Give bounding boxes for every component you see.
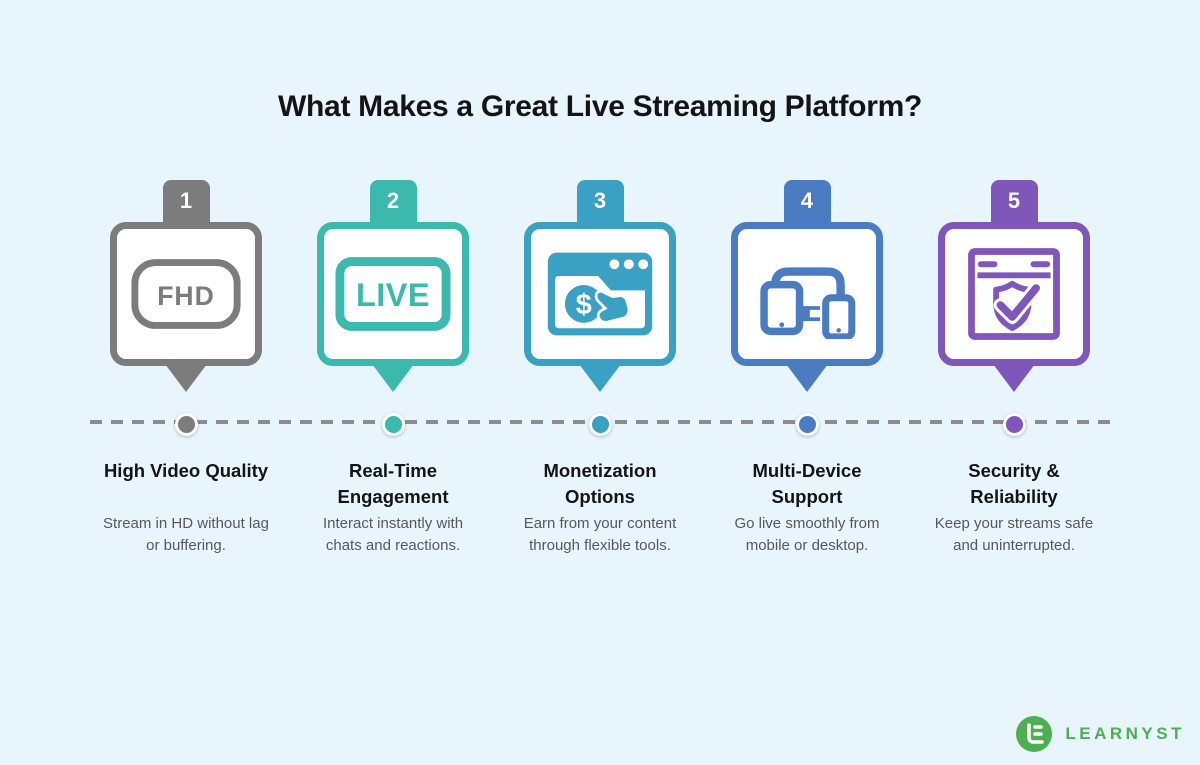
marker-pointer — [165, 364, 207, 392]
step-title: Monetization Options — [543, 460, 657, 507]
step-marker-2: 2 LIVE — [290, 180, 497, 392]
step-description: Earn from your content through flexible … — [523, 515, 677, 554]
infographic-canvas: { "title": "What Makes a Great Live Stre… — [0, 90, 1200, 765]
step-number-badge: 3 — [576, 180, 624, 230]
step-number-badge: 5 — [990, 180, 1038, 230]
step-marker-3: 3 $ — [497, 180, 704, 392]
live-badge-icon: LIVE — [335, 257, 451, 331]
page-title: What Makes a Great Live Streaming Platfo… — [278, 90, 922, 123]
brand-name: LEARNYST — [1065, 724, 1185, 743]
step-marker-5: 5 — [911, 180, 1118, 392]
fhd-badge-icon: FHD — [131, 259, 241, 329]
step-title: Real-Time Engagement — [337, 460, 449, 507]
learnyst-logo-icon — [1016, 716, 1053, 752]
step-text-4: Multi-Device Support Go live smoothly fr… — [704, 458, 911, 557]
timeline — [0, 410, 1200, 436]
marker-pointer — [993, 364, 1035, 392]
step-marker-1: 1 FHD — [83, 180, 290, 392]
timeline-dot-1 — [174, 413, 198, 436]
timeline-dot-2 — [381, 413, 405, 436]
step-title: Multi-Device Support — [752, 460, 862, 507]
step-icon-box — [731, 222, 883, 366]
step-marker-4: 4 — [704, 180, 911, 392]
live-badge-label: LIVE — [356, 277, 430, 313]
multi-device-icon — [760, 267, 856, 339]
step-number-badge: 4 — [783, 180, 831, 230]
step-icon-box: FHD — [110, 222, 262, 366]
step-icon-box: LIVE — [317, 222, 469, 366]
marker-pointer — [372, 364, 414, 392]
step-text-5: Security & Reliability Keep your streams… — [911, 458, 1118, 557]
phone-icon — [822, 294, 856, 339]
tablet-icon — [760, 280, 804, 336]
step-text-3: Monetization Options Earn from your cont… — [497, 458, 704, 557]
dollar-coin-icon — [564, 285, 603, 323]
timeline-dot-4 — [795, 413, 819, 436]
step-text-1: High Video Quality Stream in HD without … — [83, 458, 290, 557]
step-number-badge: 2 — [369, 180, 417, 230]
step-text-2: Real-Time Engagement Interact instantly … — [290, 458, 497, 557]
step-title: High Video Quality — [103, 460, 269, 481]
brand-footer: LEARNYST — [1016, 716, 1185, 752]
timeline-dot-3 — [588, 413, 612, 436]
step-description: Interact instantly with chats and reacti… — [322, 515, 464, 554]
security-shield-check-browser-icon — [968, 248, 1060, 340]
step-icon-box — [938, 222, 1090, 366]
step-description: Stream in HD without lag or buffering. — [103, 515, 269, 554]
checkmark-icon — [996, 284, 1040, 321]
click-hand-icon — [594, 289, 631, 324]
monetization-browser-dollar-icon: $ — [547, 252, 653, 336]
marker-pointer — [786, 364, 828, 392]
step-texts-row: High Video Quality Stream in HD without … — [83, 458, 1118, 557]
step-description: Go live smoothly from mobile or desktop. — [734, 515, 880, 554]
timeline-dots-row — [83, 410, 1118, 436]
marker-pointer — [579, 364, 621, 392]
step-title: Security & Reliability — [968, 460, 1060, 507]
step-icon-box: $ — [524, 222, 676, 366]
step-markers-row: 1 FHD 2 LIVE 3 — [83, 180, 1118, 392]
step-number-badge: 1 — [162, 180, 210, 230]
timeline-dot-5 — [1002, 413, 1026, 436]
fhd-badge-label: FHD — [157, 281, 215, 311]
svg-text:$: $ — [576, 289, 592, 321]
step-description: Keep your streams safe and uninterrupted… — [934, 515, 1094, 554]
